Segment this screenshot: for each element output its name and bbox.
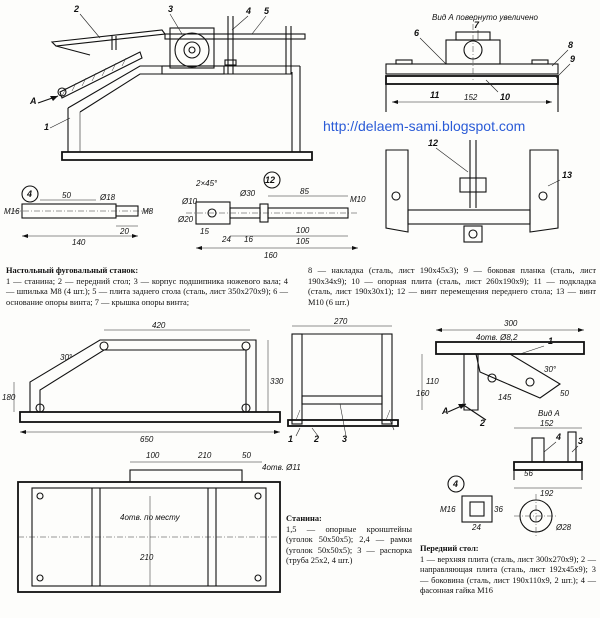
callout-frame-1: 1	[288, 434, 293, 444]
frame-side-view	[13, 329, 281, 434]
dim-d12-24: 24	[221, 235, 231, 244]
dim-fs-145: 145	[498, 393, 512, 402]
dim-fr-50: 50	[242, 451, 251, 460]
callout-front-3: 3	[578, 436, 583, 446]
dim-fs-110: 110	[426, 377, 439, 386]
caption-front-text: 1 — верхняя плита (сталь, лист 300х270х9…	[420, 554, 596, 596]
caption-main-right: 8 — накладка (сталь, лист 190х45х3); 9 —…	[308, 266, 596, 307]
label-angle-30: 30°	[60, 353, 73, 362]
label-angle-30b: 30°	[544, 365, 557, 374]
frame-end-view	[287, 325, 399, 437]
dim-d4-m16: M16	[4, 207, 20, 216]
caption-main-left-text: 1 — станина; 2 — передний стол; 3 — корп…	[6, 276, 288, 307]
callout-screw-12: 12	[428, 138, 438, 148]
caption-main-title: Настольный фуговальный станок:	[6, 266, 139, 275]
blog-url[interactable]: http://delaem-sami.blogspot.com	[323, 118, 526, 134]
dim-d12-15: 15	[200, 227, 209, 236]
caption-front-title: Передний стол:	[420, 544, 479, 553]
dim-fr-210b: 210	[139, 553, 154, 562]
label-circle-4: 4	[26, 189, 32, 199]
callout-frame-3: 3	[342, 434, 347, 444]
caption-frame-text: 1,5 — опорные кронштейны (уголок 50х50х5…	[286, 524, 412, 566]
view-a-title: Вид А повернуто увеличено	[432, 13, 539, 22]
dim-fr-420: 420	[152, 321, 166, 330]
callout-view-9: 9	[570, 54, 575, 64]
dim-fr-210: 210	[197, 451, 212, 460]
callout-view-6: 6	[414, 28, 420, 38]
dim-d12-85: 85	[300, 187, 309, 196]
label-arrow-a-front: A	[441, 406, 449, 416]
view-a	[385, 24, 571, 112]
callout-view-7: 7	[474, 20, 480, 30]
dim-d12-d10: Ø10	[181, 197, 198, 206]
dim-fs-36: 36	[494, 505, 503, 514]
label-circle-12: 12	[265, 175, 275, 185]
caption-frame: Станина: 1,5 — опорные кронштейны (уголо…	[286, 514, 412, 567]
callout-main-4: 5	[264, 6, 270, 16]
label-circle-4-front: 4	[452, 479, 458, 489]
dim-fs-160: 160	[416, 389, 430, 398]
dim-fs-m16: M16	[440, 505, 456, 514]
dim-fs-56: 56	[524, 469, 533, 478]
screw-detail-view	[385, 140, 561, 243]
dim-d12-100: 100	[296, 226, 310, 235]
dim-d4-20: 20	[119, 227, 129, 236]
caption-main-left: Настольный фуговальный станок: 1 — стани…	[6, 266, 288, 308]
dim-d4-140: 140	[72, 238, 86, 247]
dim-fr-650: 650	[140, 435, 154, 444]
callout-front-4: 4	[555, 432, 561, 442]
label-chamfer: 2×45°	[195, 179, 218, 188]
dim-d12-16: 16	[244, 235, 253, 244]
detail-12-view	[186, 171, 358, 250]
callout-view-10: 10	[500, 92, 510, 102]
dim-fs-24: 24	[471, 523, 481, 532]
dim-fs-152: 152	[540, 419, 554, 428]
front-table-view	[421, 328, 585, 538]
caption-frame-title: Станина:	[286, 514, 322, 523]
dim-fs-50: 50	[560, 389, 569, 398]
dim-d12-105: 105	[296, 237, 310, 246]
dim-fr-100: 100	[146, 451, 160, 460]
dim-d12-160: 160	[264, 251, 278, 260]
dim-view-a-152: 152	[464, 93, 478, 102]
dim-d4-d18: Ø18	[99, 193, 116, 202]
dim-d12-m10: M10	[350, 195, 366, 204]
callout-front-2: 2	[479, 418, 485, 428]
callout-main-2: 3	[168, 4, 173, 14]
caption-front: Передний стол: 1 — верхняя плита (сталь,…	[420, 544, 596, 597]
dim-fr-270: 270	[333, 317, 348, 326]
callout-frame-2: 2	[313, 434, 319, 444]
detail-4-view	[12, 185, 150, 238]
dim-fs-d28: Ø28	[555, 523, 572, 532]
dim-d4-m8: M8	[142, 207, 154, 216]
main-machine-view	[37, 13, 313, 161]
callout-main-1: 2	[73, 4, 79, 14]
callout-screw-13: 13	[562, 170, 572, 180]
dim-d12-d30: Ø30	[239, 189, 256, 198]
label-holes-frame: 4отв. Ø11	[262, 463, 301, 472]
callout-main-3: 4	[245, 6, 251, 16]
dim-d4-50: 50	[62, 191, 71, 200]
label-arrow-a: A	[29, 96, 37, 106]
callout-view-8: 8	[568, 40, 573, 50]
label-holes-place: 4отв. по месту	[120, 513, 181, 522]
frame-plan-view	[17, 461, 281, 593]
callout-front-1: 1	[548, 336, 553, 346]
callout-main-0: 1	[44, 122, 49, 132]
dim-fr-180: 180	[2, 393, 16, 402]
callout-view-11: 11	[430, 90, 439, 100]
dim-fr-330: 330	[270, 377, 284, 386]
view-a-small: Вид А	[538, 409, 560, 418]
dim-d12-d20: Ø20	[177, 215, 194, 224]
label-holes-front: 4отв. Ø8,2	[476, 333, 518, 342]
dim-fs-300: 300	[504, 319, 518, 328]
dim-fs-192: 192	[540, 489, 554, 498]
